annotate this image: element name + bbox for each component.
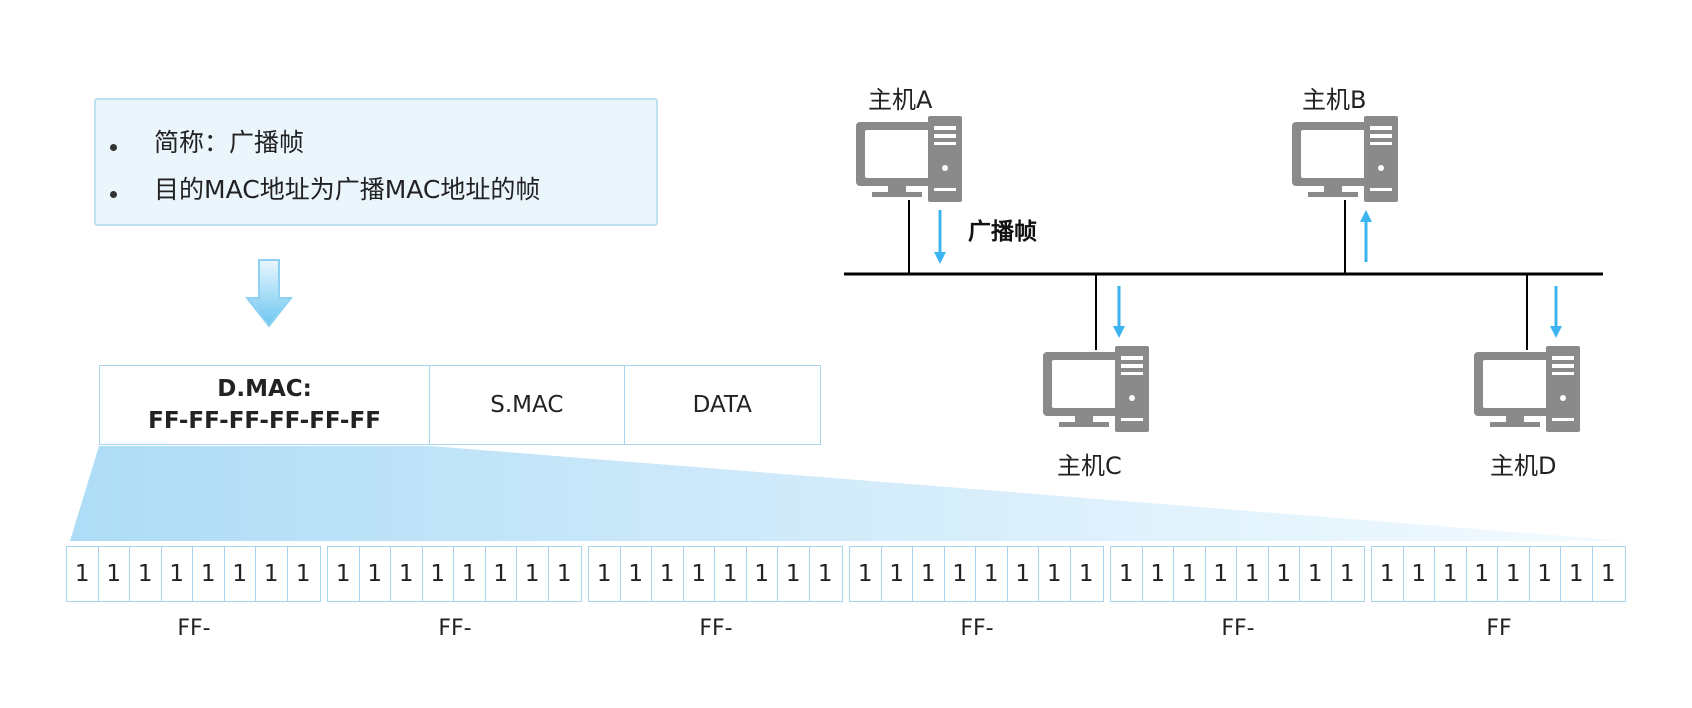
bit: 1 (1237, 547, 1269, 601)
bit: 1 (486, 547, 517, 601)
bit: 1 (423, 547, 454, 601)
bit: 1 (328, 547, 360, 601)
bit: 1 (1339, 561, 1355, 587)
bit: 1 (1039, 547, 1071, 601)
byte-label: FF- (960, 616, 994, 641)
info-item-definition: 目的MAC地址为广播MAC地址的帧 (154, 175, 541, 204)
bit: 1 (684, 547, 715, 601)
bit: 1 (1467, 547, 1498, 601)
bit: 1 (882, 547, 913, 601)
bit: 1 (850, 547, 882, 601)
info-box (94, 98, 658, 226)
host-d-label: 主机D (1490, 452, 1557, 480)
bit: 1 (454, 547, 486, 601)
arrow-down-a-icon (934, 210, 946, 264)
broadcast-frame-label: 广播帧 (968, 219, 1037, 245)
bit: 1 (1111, 547, 1143, 601)
bit: 1 (778, 547, 810, 601)
arrow-down-c-icon (1113, 286, 1125, 338)
byte-label: FF- (699, 616, 733, 641)
bit: 1 (1008, 547, 1039, 601)
bit: 1 (913, 547, 945, 601)
bit: 1 (652, 547, 684, 601)
host-d-computer-icon (1474, 346, 1580, 432)
bit: 1 (1078, 561, 1094, 587)
bit: 1 (295, 561, 311, 587)
bit: 1 (556, 561, 572, 587)
byte-label: FF- (1221, 616, 1255, 641)
info-item-short-name: 简称：广播帧 (154, 128, 305, 157)
bit: 1 (1404, 547, 1435, 601)
bit: 1 (945, 547, 976, 601)
bit: 1 (1206, 547, 1237, 601)
frame-field-smac: S.MAC (430, 366, 625, 444)
bit: 1 (1600, 561, 1616, 587)
bit: 1 (391, 547, 423, 601)
arrow-up-b-icon (1360, 210, 1372, 262)
host-c-computer-icon (1043, 346, 1149, 432)
bit: 1 (1300, 547, 1332, 601)
host-b-label: 主机B (1302, 86, 1367, 114)
host-c-label: 主机C (1057, 452, 1122, 480)
frame-structure-table: D.MAC: FF-FF-FF-FF-FF-FF S.MAC DATA (99, 365, 821, 445)
bullet-dot (110, 191, 117, 198)
bit: 1 (1435, 547, 1467, 601)
byte-label: FF (1486, 616, 1512, 641)
bit: 1 (1174, 547, 1206, 601)
wedge-shape (70, 446, 1628, 541)
bit: 1 (1561, 547, 1593, 601)
dmac-value: FF-FF-FF-FF-FF-FF (148, 408, 381, 434)
bullet-dot (110, 144, 117, 151)
byte-label: FF- (177, 616, 211, 641)
bit: 1 (976, 547, 1008, 601)
dmac-label: D.MAC: (217, 376, 312, 402)
frame-field-dmac: D.MAC: FF-FF-FF-FF-FF-FF (100, 366, 431, 444)
bit: 1 (1269, 547, 1300, 601)
bit: 1 (67, 547, 99, 601)
bit: 1 (1498, 547, 1530, 601)
bit: 1 (1143, 547, 1174, 601)
bit: 1 (621, 547, 652, 601)
down-arrow-icon (244, 259, 294, 328)
byte-label: FF- (438, 616, 472, 641)
bit: 1 (747, 547, 778, 601)
bit: 1 (162, 547, 193, 601)
bit: 1 (517, 547, 549, 601)
bit: 1 (589, 547, 621, 601)
bit: 1 (1372, 547, 1404, 601)
host-b-computer-icon (1292, 116, 1398, 202)
bit: 1 (225, 547, 256, 601)
frame-field-data: DATA (692, 392, 752, 418)
host-a-computer-icon (856, 116, 962, 202)
bit: 1 (1530, 547, 1561, 601)
bit: 1 (193, 547, 225, 601)
bit: 1 (817, 561, 833, 587)
bit: 1 (715, 547, 747, 601)
bit: 1 (256, 547, 288, 601)
arrow-down-d-icon (1550, 286, 1562, 338)
bit: 1 (360, 547, 391, 601)
bit: 1 (99, 547, 130, 601)
bit: 1 (130, 547, 162, 601)
host-a-label: 主机A (868, 86, 933, 114)
